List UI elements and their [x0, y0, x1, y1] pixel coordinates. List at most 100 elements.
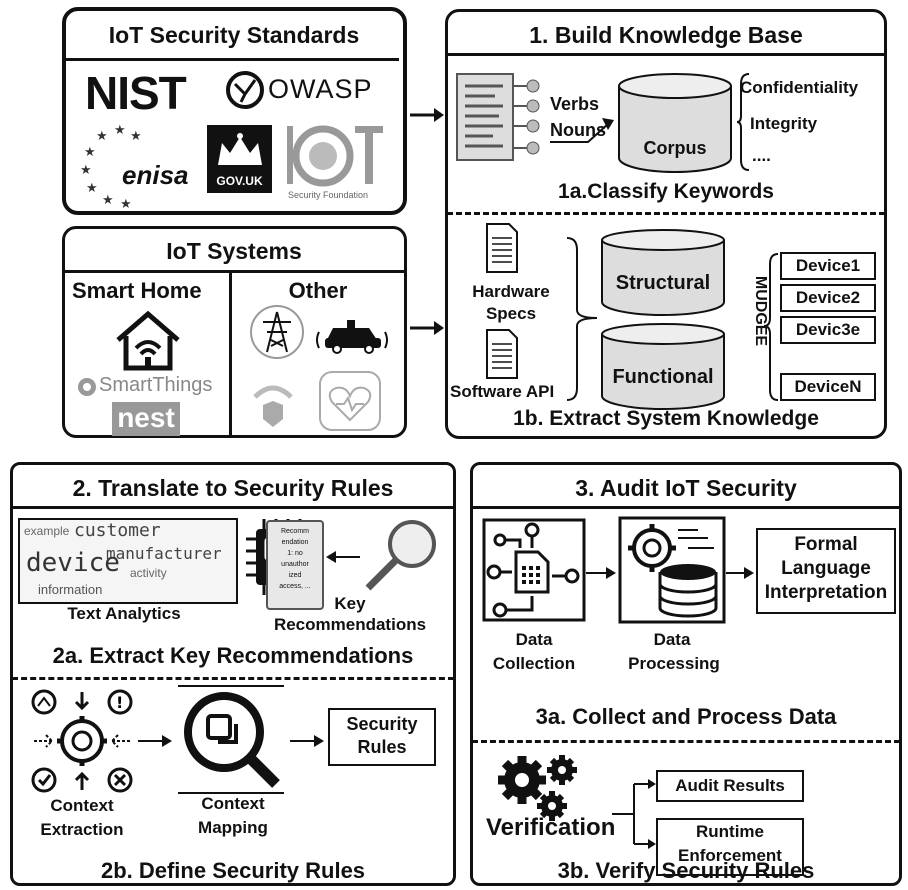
- arrow-processing-to-formal: [726, 567, 754, 579]
- security-label: Security: [346, 714, 418, 734]
- translate-section-divider: [12, 677, 454, 680]
- svg-text:!: !: [116, 693, 123, 712]
- scroll-line-2: endation: [281, 539, 309, 546]
- arrow-collection-to-processing: [586, 567, 616, 579]
- smart-home-icon: [116, 310, 180, 371]
- svg-text:★: ★: [96, 129, 108, 144]
- keyword-more: ....: [752, 146, 771, 165]
- scroll-line-1: Recomm: [280, 528, 309, 535]
- enforcement-label: Enforcement: [678, 846, 782, 865]
- rules-label: Rules: [357, 737, 407, 757]
- data-processing-icon: [618, 516, 726, 624]
- keyword-confidentiality: Confidentiality: [740, 78, 859, 97]
- processing-label: Processing: [628, 654, 720, 673]
- structural-label: Structural: [615, 272, 711, 294]
- nist-logo: NIST: [85, 67, 187, 119]
- enisa-logo: enisa: [122, 160, 189, 190]
- cloud-word-activity: activity: [130, 566, 167, 580]
- svg-text:★: ★: [130, 129, 142, 144]
- device-n-box: DeviceN: [780, 373, 876, 401]
- verification-branch-arrows: [612, 779, 656, 849]
- eu-stars-icon: ★★★ ★★★ ★★: [80, 123, 142, 212]
- svg-text:★: ★: [102, 193, 114, 208]
- svg-text:★: ★: [84, 145, 96, 160]
- subtitle-2a: 2a. Extract Key Recommendations: [52, 643, 414, 668]
- hardware-label: Hardware: [472, 282, 550, 301]
- subtitle-2b: 2b. Define Security Rules: [100, 858, 366, 883]
- audit-section-divider: [472, 740, 900, 743]
- smartthings-icon: [78, 378, 96, 396]
- data-collection-icon: [482, 518, 586, 622]
- health-monitor-icon: [319, 371, 381, 431]
- context-label-1: Context: [50, 796, 114, 815]
- key-label: Key: [334, 594, 366, 613]
- mapping-underline-bottom: [178, 792, 284, 794]
- gears-icon: [498, 755, 577, 821]
- iot-foundation-label: Security Foundation: [288, 190, 369, 200]
- corpus-label: Corpus: [643, 138, 707, 158]
- subtitle-1b: 1b. Extract System Knowledge: [513, 407, 819, 430]
- scroll-line-3: 1: no: [287, 550, 303, 557]
- arrow-mapping-to-rules: [290, 735, 324, 747]
- context-label-2: Context: [201, 794, 265, 813]
- standards-divider: [64, 58, 399, 61]
- connected-car-icon: [316, 320, 388, 354]
- security-rules-box: [328, 708, 436, 766]
- mapping-underline-top: [178, 685, 284, 687]
- kb-title-divider: [447, 53, 885, 56]
- structural-database-icon: [601, 229, 725, 316]
- extraction-label: Extraction: [40, 820, 124, 839]
- kb-section-divider: [447, 212, 885, 215]
- cloud-word-example: example: [24, 524, 70, 538]
- svg-text:★: ★: [114, 123, 126, 138]
- subtitle-3a: 3a. Collect and Process Data: [535, 704, 837, 729]
- software-api-document-icon: [486, 329, 518, 379]
- cloud-word-customer: customer: [74, 520, 161, 541]
- keyword-integrity: Integrity: [750, 114, 818, 133]
- audit-results-box: Audit Results: [656, 770, 804, 802]
- smartthings-logo: SmartThings: [99, 374, 213, 396]
- smart-agriculture-icon: [253, 385, 293, 427]
- govuk-label: GOV.UK: [216, 174, 263, 188]
- scroll-line-5: ized: [288, 572, 302, 579]
- collection-label: Collection: [492, 654, 576, 673]
- data-label-1: Data: [515, 630, 553, 649]
- iot-foundation-logo: [287, 125, 383, 187]
- cloud-word-manufacturer: manufacturer: [106, 544, 222, 563]
- device-2-box: Device2: [780, 284, 876, 312]
- text-analytics-label: Text Analytics: [67, 604, 181, 623]
- functional-database-icon: [601, 323, 725, 410]
- devices-brace: [763, 253, 779, 401]
- owasp-logo: OWASP: [268, 74, 373, 104]
- audit-title-divider: [472, 506, 900, 509]
- systems-title: IoT Systems: [166, 238, 302, 264]
- standards-title: IoT Security Standards: [108, 22, 360, 48]
- input-brace: [566, 237, 598, 401]
- kb-title: 1. Build Knowledge Base: [529, 22, 803, 48]
- subtitle-1a: 1a.Classify Keywords: [558, 180, 774, 203]
- scroll-line-6: access, ...: [279, 583, 311, 590]
- verification-label: Verification: [486, 814, 616, 841]
- language-label: Language: [781, 558, 871, 579]
- cloud-word-device: device: [26, 548, 120, 578]
- systems-divider: [64, 270, 404, 273]
- recommendations-label: Recommendations: [273, 615, 427, 634]
- power-tower-icon: [250, 305, 304, 359]
- scroll-line-4: unauthor: [281, 561, 309, 568]
- corpus-database-icon: [618, 73, 732, 173]
- other-label: Other: [288, 278, 348, 303]
- arrow-extraction-to-mapping: [138, 735, 172, 747]
- arrow-standards-to-kb: [410, 108, 444, 122]
- subtitle-3b: 3b. Verify Security Rules: [557, 858, 815, 883]
- runtime-label: Runtime: [696, 822, 764, 841]
- word-cloud: example customer manufacturer device act…: [18, 518, 238, 604]
- audit-title: 3. Audit IoT Security: [575, 475, 797, 501]
- nest-logo-box: [112, 402, 180, 436]
- systems-col-divider: [229, 270, 232, 435]
- functional-label: Functional: [612, 366, 714, 388]
- mapping-label: Mapping: [198, 818, 268, 837]
- arrow-systems-to-kb: [410, 321, 444, 335]
- runtime-enforcement-box: [656, 818, 804, 876]
- interpretation-label: Interpretation: [764, 582, 888, 603]
- specs-label: Specs: [485, 304, 537, 323]
